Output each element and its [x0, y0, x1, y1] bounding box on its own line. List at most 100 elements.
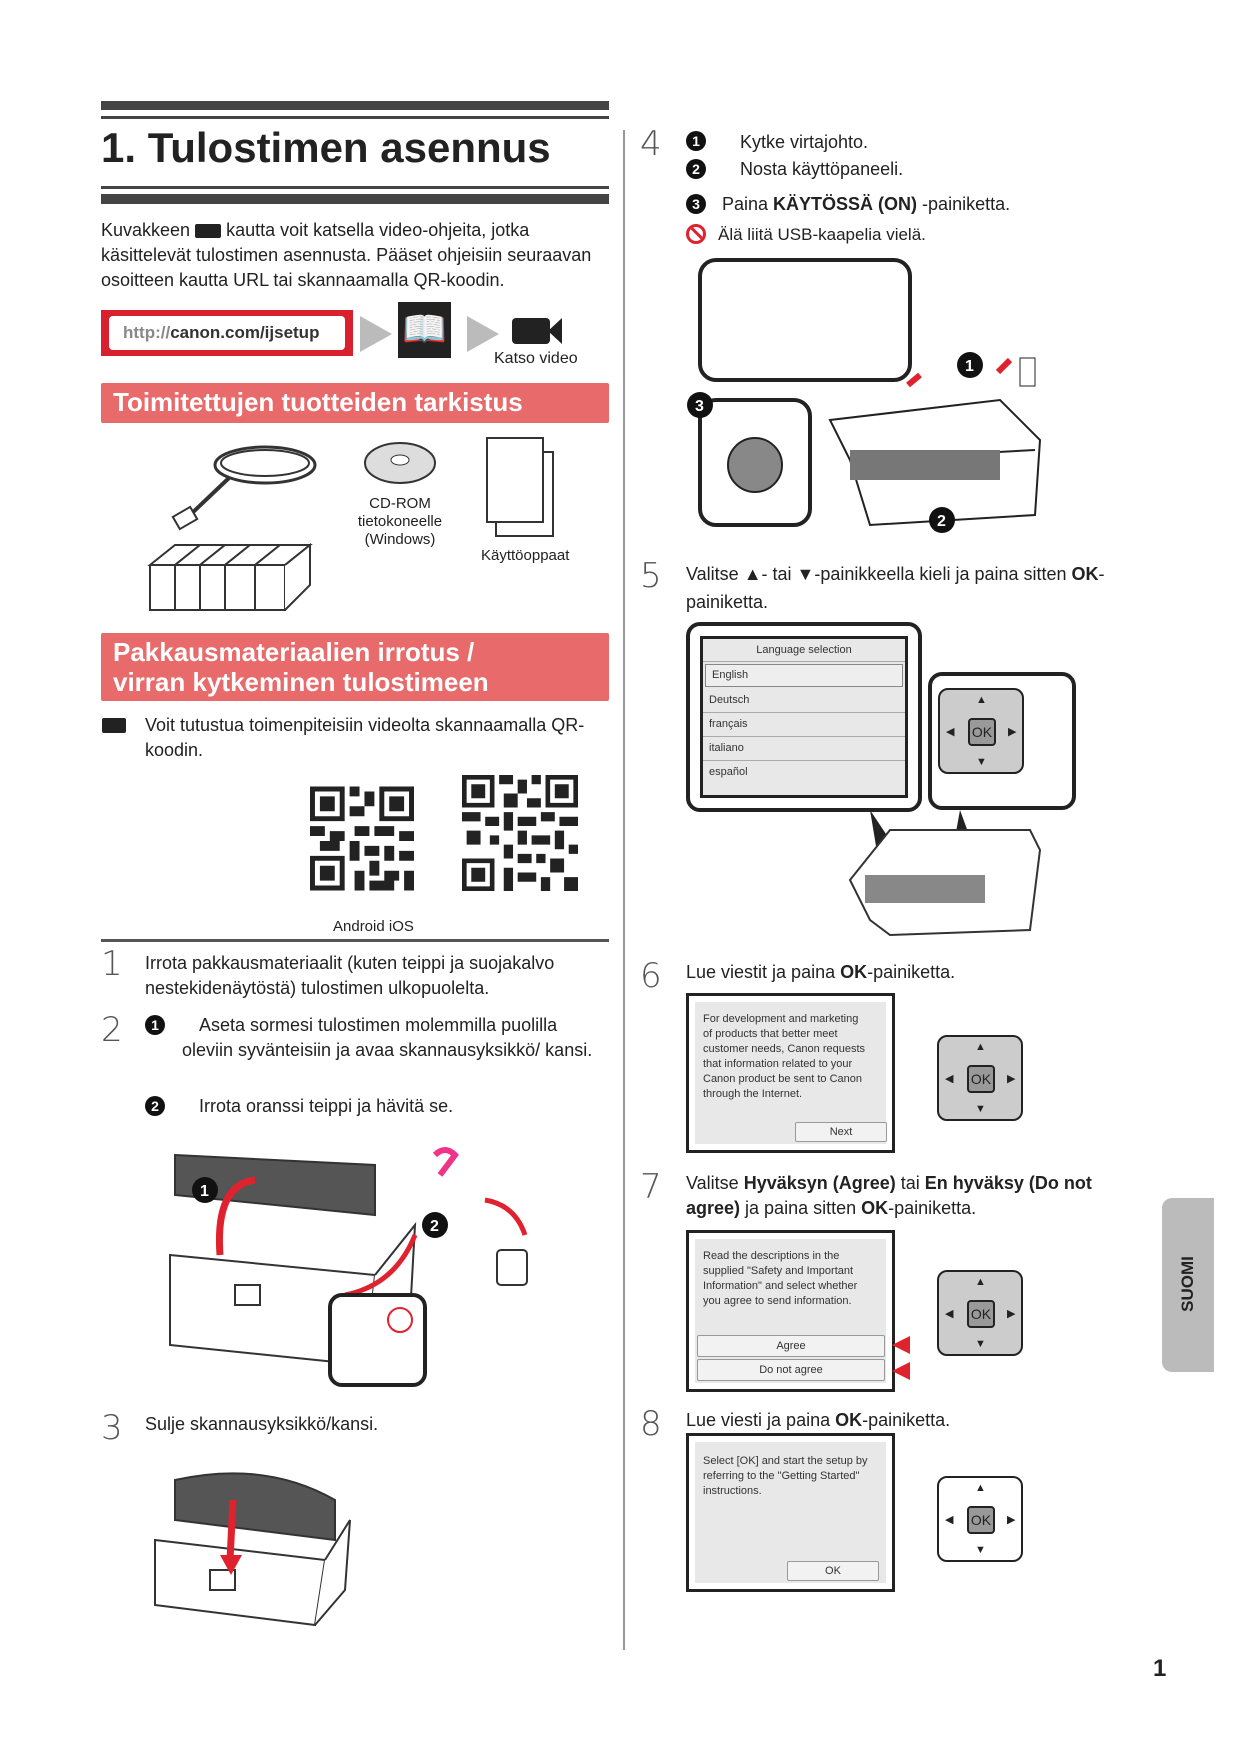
qr-code-ios[interactable] [462, 773, 578, 893]
close-scanner-illustration [154, 1472, 351, 1627]
dpad-control[interactable]: ▲ ◀ OK ▶ ▼ [937, 1270, 1023, 1356]
step-2-text-1: Aseta sormesi tulostimen molemmilla puol… [182, 1015, 593, 1060]
ok-button[interactable]: OK [967, 1300, 995, 1328]
red-arrow-icon [892, 1336, 910, 1354]
dpad-control[interactable]: ▲ ◀ OK ▶ ▼ [937, 1476, 1023, 1562]
right-arrow-icon[interactable]: ▶ [1007, 1514, 1016, 1526]
open-scanner-illustration: 12 [169, 1147, 528, 1387]
next-button[interactable]: Next [795, 1122, 887, 1142]
step-8-text: Lue viesti ja paina OK-painiketta. [686, 1410, 951, 1430]
left-arrow-icon[interactable]: ◀ [946, 726, 955, 738]
top-rule-thick [101, 101, 609, 110]
right-arrow-icon[interactable]: ▶ [1007, 1073, 1016, 1085]
video-camera-icon [512, 318, 550, 344]
language-option[interactable]: Deutsch [703, 689, 905, 713]
agreement-screen-text: Read the descriptions in the supplied "S… [703, 1250, 858, 1307]
step-5-text: Valitse ▲- tai ▼-painikkeella kieli ja p… [686, 564, 1105, 612]
power-cord-illustration [171, 445, 317, 531]
svg-text:1: 1 [200, 1183, 209, 1200]
up-arrow-icon[interactable]: ▲ [976, 694, 987, 706]
intro-text: Kuvakkeen kautta voit katsella video-ohj… [101, 220, 592, 290]
step-number: 6 [640, 956, 662, 996]
power-connection-illustration: 132 [687, 258, 1042, 533]
language-option[interactable]: English [705, 664, 903, 687]
step-6-text: Lue viestit ja paina OK-painiketta. [686, 962, 956, 982]
url-prefix: http:// [123, 323, 171, 342]
step-4-bullet-2: 2 [686, 159, 706, 179]
printer-panel-illustration [848, 810, 1042, 937]
section-header-unpacking: Pakkausmateriaalien irrotus /virran kytk… [101, 633, 609, 701]
step-number: 5 [640, 556, 662, 596]
watch-video-label: Katso video [494, 350, 578, 367]
video-camera-icon [195, 224, 222, 239]
ok-button[interactable]: OK [967, 1065, 995, 1093]
svg-text:3: 3 [695, 398, 704, 415]
ink-cartridges-illustration [147, 542, 313, 611]
language-option[interactable]: italiano [703, 737, 905, 761]
manual-book-icon: 📖 [398, 302, 451, 358]
manuals-label: Käyttöoppaat [481, 547, 570, 564]
qr-code-android[interactable] [310, 785, 414, 892]
down-arrow-icon[interactable]: ▼ [975, 1338, 986, 1350]
step-4-text-3: Paina KÄYTÖSSÄ (ON) -painiketta. [722, 194, 1011, 214]
up-arrow-icon[interactable]: ▲ [975, 1041, 986, 1053]
left-arrow-icon[interactable]: ◀ [945, 1514, 954, 1526]
red-arrow-icon [892, 1362, 910, 1380]
step-4-text-1: Kytke virtajohto. [740, 132, 869, 152]
up-arrow-icon: ▲ [743, 564, 762, 584]
language-option[interactable]: français [703, 713, 905, 737]
screen-ok-button[interactable]: OK [787, 1561, 879, 1581]
dpad-control[interactable]: ▲ ◀ OK ▶ ▼ [938, 688, 1024, 774]
up-arrow-icon[interactable]: ▲ [975, 1276, 986, 1288]
start-setup-screen-text: Select [OK] and start the setup by refer… [703, 1455, 868, 1497]
step-number: 3 [101, 1408, 123, 1448]
section-header-contents: Toimitettujen tuotteiden tarkistus [101, 383, 609, 423]
url-main: canon.com/ijsetup [170, 323, 320, 342]
info-screen-text: For development and marketing of product… [703, 1013, 866, 1100]
step-number: 2 [101, 1010, 123, 1050]
setup-url-box[interactable]: http://canon.com/ijsetup [101, 310, 353, 356]
ok-button[interactable]: OK [967, 1506, 995, 1534]
agree-button[interactable]: Agree [697, 1335, 885, 1357]
cd-rom-icon [364, 442, 436, 484]
dpad-frame [928, 672, 1076, 810]
right-arrow-icon[interactable]: ▶ [1008, 726, 1017, 738]
info-screen: For development and marketing of product… [686, 993, 895, 1153]
arrow-right-icon [360, 316, 392, 352]
agreement-screen: Read the descriptions in the supplied "S… [686, 1230, 895, 1392]
language-screen-frame: Language selection English Deutsch franç… [686, 622, 922, 812]
step-2-text-2: Irrota oranssi teippi ja hävitä se. [199, 1096, 454, 1116]
step-3-text: Sulje skannausyksikkö/kansi. [145, 1414, 379, 1434]
up-arrow-icon[interactable]: ▲ [975, 1482, 986, 1494]
column-divider [623, 130, 625, 1650]
do-not-agree-button[interactable]: Do not agree [697, 1359, 885, 1381]
video-instruction-text: Voit tutustua toimenpiteisiin videolta s… [145, 715, 585, 760]
step-1-text: Irrota pakkausmateriaalit (kuten teippi … [145, 953, 555, 998]
down-arrow-icon[interactable]: ▼ [975, 1103, 986, 1115]
svg-text:2: 2 [430, 1218, 439, 1235]
language-option[interactable]: español [709, 766, 748, 778]
video-camera-icon [102, 718, 126, 733]
down-arrow-icon[interactable]: ▼ [976, 756, 987, 768]
manual-sheet-front [486, 437, 544, 523]
ok-button[interactable]: OK [968, 718, 996, 746]
dpad-control[interactable]: ▲ ◀ OK ▶ ▼ [937, 1035, 1023, 1121]
right-arrow-icon[interactable]: ▶ [1007, 1308, 1016, 1320]
left-arrow-icon[interactable]: ◀ [945, 1073, 954, 1085]
step-7-text: Valitse Hyväksyn (Agree) tai En hyväksy … [686, 1173, 1092, 1218]
qr-platform-label: Android iOS [333, 918, 414, 935]
language-screen-title: Language selection [703, 639, 905, 662]
step-4-bullet-3: 3 [686, 194, 706, 214]
down-arrow-icon[interactable]: ▼ [975, 1544, 986, 1556]
step-number: 8 [640, 1404, 662, 1444]
down-arrow-icon: ▼ [796, 564, 815, 584]
title-rule-thick [101, 194, 609, 204]
usb-warning-text: Älä liitä USB-kaapelia vielä. [718, 225, 926, 244]
step-number: 7 [640, 1167, 662, 1207]
left-arrow-icon[interactable]: ◀ [945, 1308, 954, 1320]
top-rule-thin [101, 116, 609, 119]
prohibited-icon [686, 224, 706, 244]
page-number: 1 [1153, 1655, 1167, 1682]
step-4-text-2: Nosta käyttöpaneeli. [740, 159, 904, 179]
